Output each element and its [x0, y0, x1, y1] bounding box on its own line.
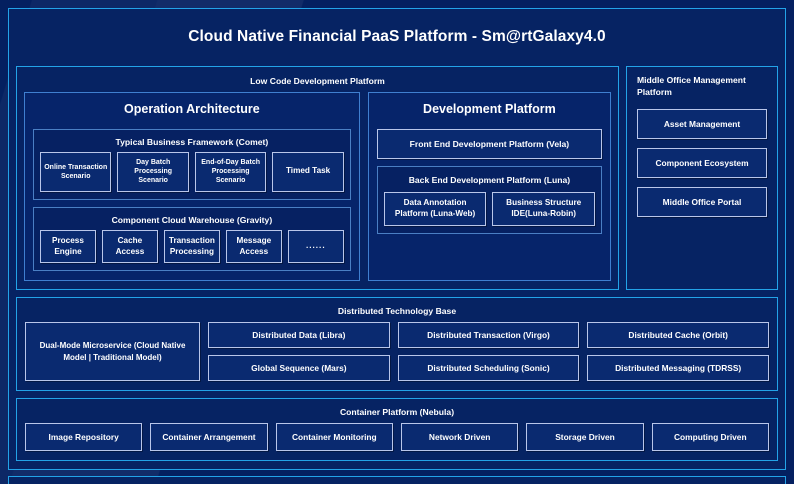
component-cloud-warehouse-panel: Component Cloud Warehouse (Gravity) Proc… — [33, 206, 351, 272]
chip-middle-office-portal[interactable]: Middle Office Portal — [637, 187, 767, 218]
page-title: Cloud Native Financial PaaS Platform - S… — [188, 28, 606, 45]
operation-architecture-panel: Operation Architecture Typical Business … — [24, 92, 360, 282]
chip-online-transaction-scenario[interactable]: Online Transaction Scenario — [40, 152, 112, 192]
component-cloud-warehouse-title: Component Cloud Warehouse (Gravity) — [111, 214, 273, 225]
chip-dual-mode-microservice[interactable]: Dual-Mode Microservice (Cloud Native Mod… — [25, 322, 200, 382]
infrastructure-panel: Infrastructure Physical Machine Virtual … — [8, 476, 786, 484]
middle-office-heading: Middle Office Management Platform — [637, 75, 746, 97]
front-end-development-platform[interactable]: Front End Development Platform (Vela) — [376, 129, 602, 159]
chip-computing-driven[interactable]: Computing Driven — [651, 423, 769, 452]
development-platform-title: Development Platform — [423, 102, 556, 116]
operation-architecture-title: Operation Architecture — [124, 102, 260, 116]
distributed-technology-base: Distributed Technology Base Dual-Mode Mi… — [16, 297, 778, 392]
typical-business-framework-title: Typical Business Framework (Comet) — [115, 137, 269, 147]
chip-component-ecosystem[interactable]: Component Ecosystem — [637, 148, 767, 179]
distributed-column-3: Distributed Cache (Orbit) Distributed Me… — [587, 322, 770, 382]
chip-message-access[interactable]: Message Access — [225, 229, 282, 264]
chip-data-annotation-platform[interactable]: Data Annotation Platform (Luna-Web) — [383, 192, 487, 226]
back-end-development-platform-title: Back End Development Platform (Luna) — [408, 175, 571, 185]
chip-container-arrangement[interactable]: Container Arrangement — [150, 423, 268, 452]
chip-distributed-messaging[interactable]: Distributed Messaging (TDRSS) — [587, 355, 770, 382]
chip-image-repository[interactable]: Image Repository — [25, 423, 143, 452]
container-platform-items: Image Repository Container Arrangement C… — [25, 423, 769, 452]
middle-office-management-platform: Middle Office Management Platform Asset … — [626, 66, 778, 291]
chip-day-batch-processing-scenario[interactable]: Day Batch Processing Scenario — [117, 152, 189, 192]
chip-distributed-data[interactable]: Distributed Data (Libra) — [208, 322, 390, 349]
chip-container-monitoring[interactable]: Container Monitoring — [275, 423, 393, 452]
chip-asset-management[interactable]: Asset Management — [637, 109, 767, 140]
chip-end-of-day-batch-processing-scenario[interactable]: End-of-Day Batch Processing Scenario — [194, 152, 267, 192]
chip-distributed-scheduling[interactable]: Distributed Scheduling (Sonic) — [397, 355, 580, 382]
chip-process-engine[interactable]: Process Engine — [40, 229, 96, 264]
distributed-column-1: Distributed Data (Libra) Global Sequence… — [208, 322, 390, 382]
chip-distributed-transaction[interactable]: Distributed Transaction (Virgo) — [397, 322, 580, 349]
chip-storage-driven[interactable]: Storage Driven — [526, 423, 644, 452]
chip-global-sequence[interactable]: Global Sequence (Mars) — [208, 355, 390, 382]
low-code-columns: Operation Architecture Typical Business … — [24, 92, 611, 282]
low-code-heading: Low Code Development Platform — [250, 76, 385, 86]
component-cloud-warehouse-items: Process Engine Cache Access Transaction … — [40, 229, 344, 264]
upper-row: Low Code Development Platform Operation … — [16, 66, 778, 291]
platform-main-frame: Cloud Native Financial PaaS Platform - S… — [8, 8, 786, 471]
low-code-development-platform: Low Code Development Platform Operation … — [16, 66, 619, 291]
typical-business-framework-panel: Typical Business Framework (Comet) Onlin… — [33, 129, 351, 200]
chip-distributed-cache[interactable]: Distributed Cache (Orbit) — [587, 322, 770, 349]
distributed-column-2: Distributed Transaction (Virgo) Distribu… — [397, 322, 580, 382]
chip-cache-access[interactable]: Cache Access — [101, 229, 158, 264]
container-platform: Container Platform (Nebula) Image Reposi… — [16, 398, 778, 462]
distributed-technology-base-grid: Dual-Mode Microservice (Cloud Native Mod… — [25, 322, 770, 382]
container-platform-heading: Container Platform (Nebula) — [339, 407, 455, 418]
chip-timed-task[interactable]: Timed Task — [272, 152, 344, 192]
typical-business-framework-items: Online Transaction Scenario Day Batch Pr… — [40, 152, 344, 192]
back-end-development-platform-panel: Back End Development Platform (Luna) Dat… — [376, 166, 602, 234]
chip-transaction-processing[interactable]: Transaction Processing — [163, 229, 220, 264]
chip-network-driven[interactable]: Network Driven — [400, 423, 519, 452]
development-platform-panel: Development Platform Front End Developme… — [367, 92, 611, 282]
distributed-technology-base-heading: Distributed Technology Base — [337, 306, 457, 317]
back-end-items: Data Annotation Platform (Luna-Web) Busi… — [383, 192, 595, 226]
chip-more-components[interactable]: ...... — [287, 229, 344, 264]
chip-business-structure-ide[interactable]: Business Structure IDE(Luna-Robin) — [492, 192, 595, 226]
